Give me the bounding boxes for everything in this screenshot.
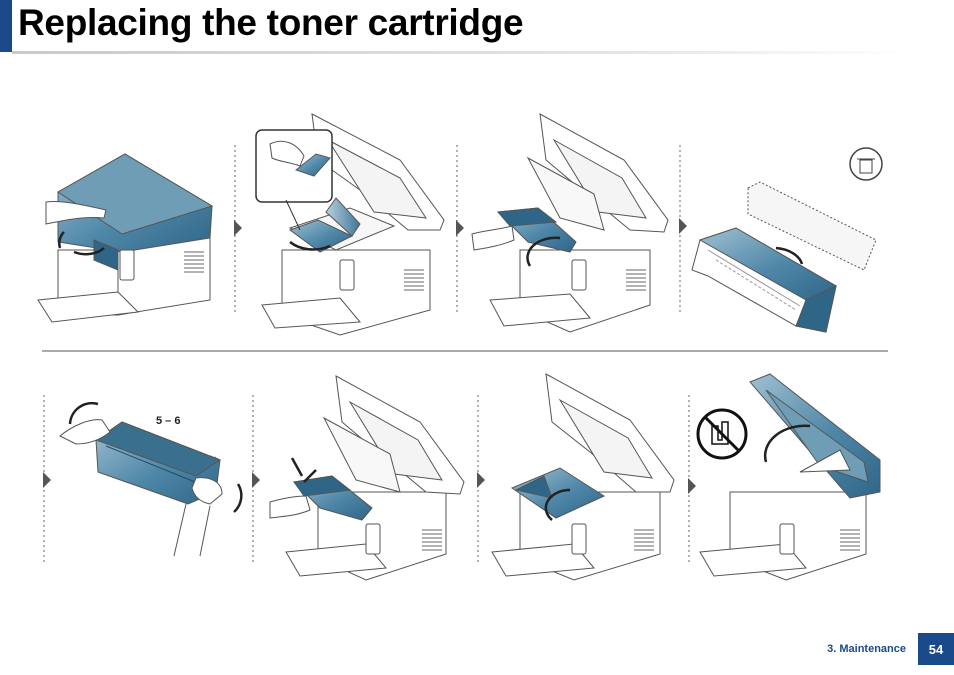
step-arrow-icon <box>456 220 464 236</box>
step-arrow-icon <box>43 472 51 488</box>
footer-chapter: 3. Maintenance <box>827 643 906 655</box>
step5-6-shake-cartridge <box>60 403 241 556</box>
step-arrow-icon <box>234 220 242 236</box>
step1-printer <box>38 154 212 322</box>
toner-replacement-illustration: 5 – 6 <box>0 100 954 610</box>
no-touch-icon <box>698 410 746 458</box>
title-accent-bar <box>0 0 12 52</box>
step4-cartridges <box>692 148 882 332</box>
title-underline <box>12 51 912 54</box>
recycle-bin-icon <box>850 148 882 180</box>
step-label-5-6: 5 – 6 <box>156 415 180 427</box>
step-arrow-icon <box>477 472 485 488</box>
step9-printer <box>698 374 880 580</box>
step2-printer <box>256 114 444 335</box>
step7-printer <box>270 376 464 580</box>
step3-printer <box>472 114 668 332</box>
step8-printer <box>492 374 674 580</box>
step-arrow-icon <box>679 218 687 234</box>
step-arrow-icon <box>252 472 260 488</box>
step-arrow-icon <box>688 478 696 494</box>
page-number: 54 <box>918 633 954 665</box>
page-title: Replacing the toner cartridge <box>18 0 523 46</box>
